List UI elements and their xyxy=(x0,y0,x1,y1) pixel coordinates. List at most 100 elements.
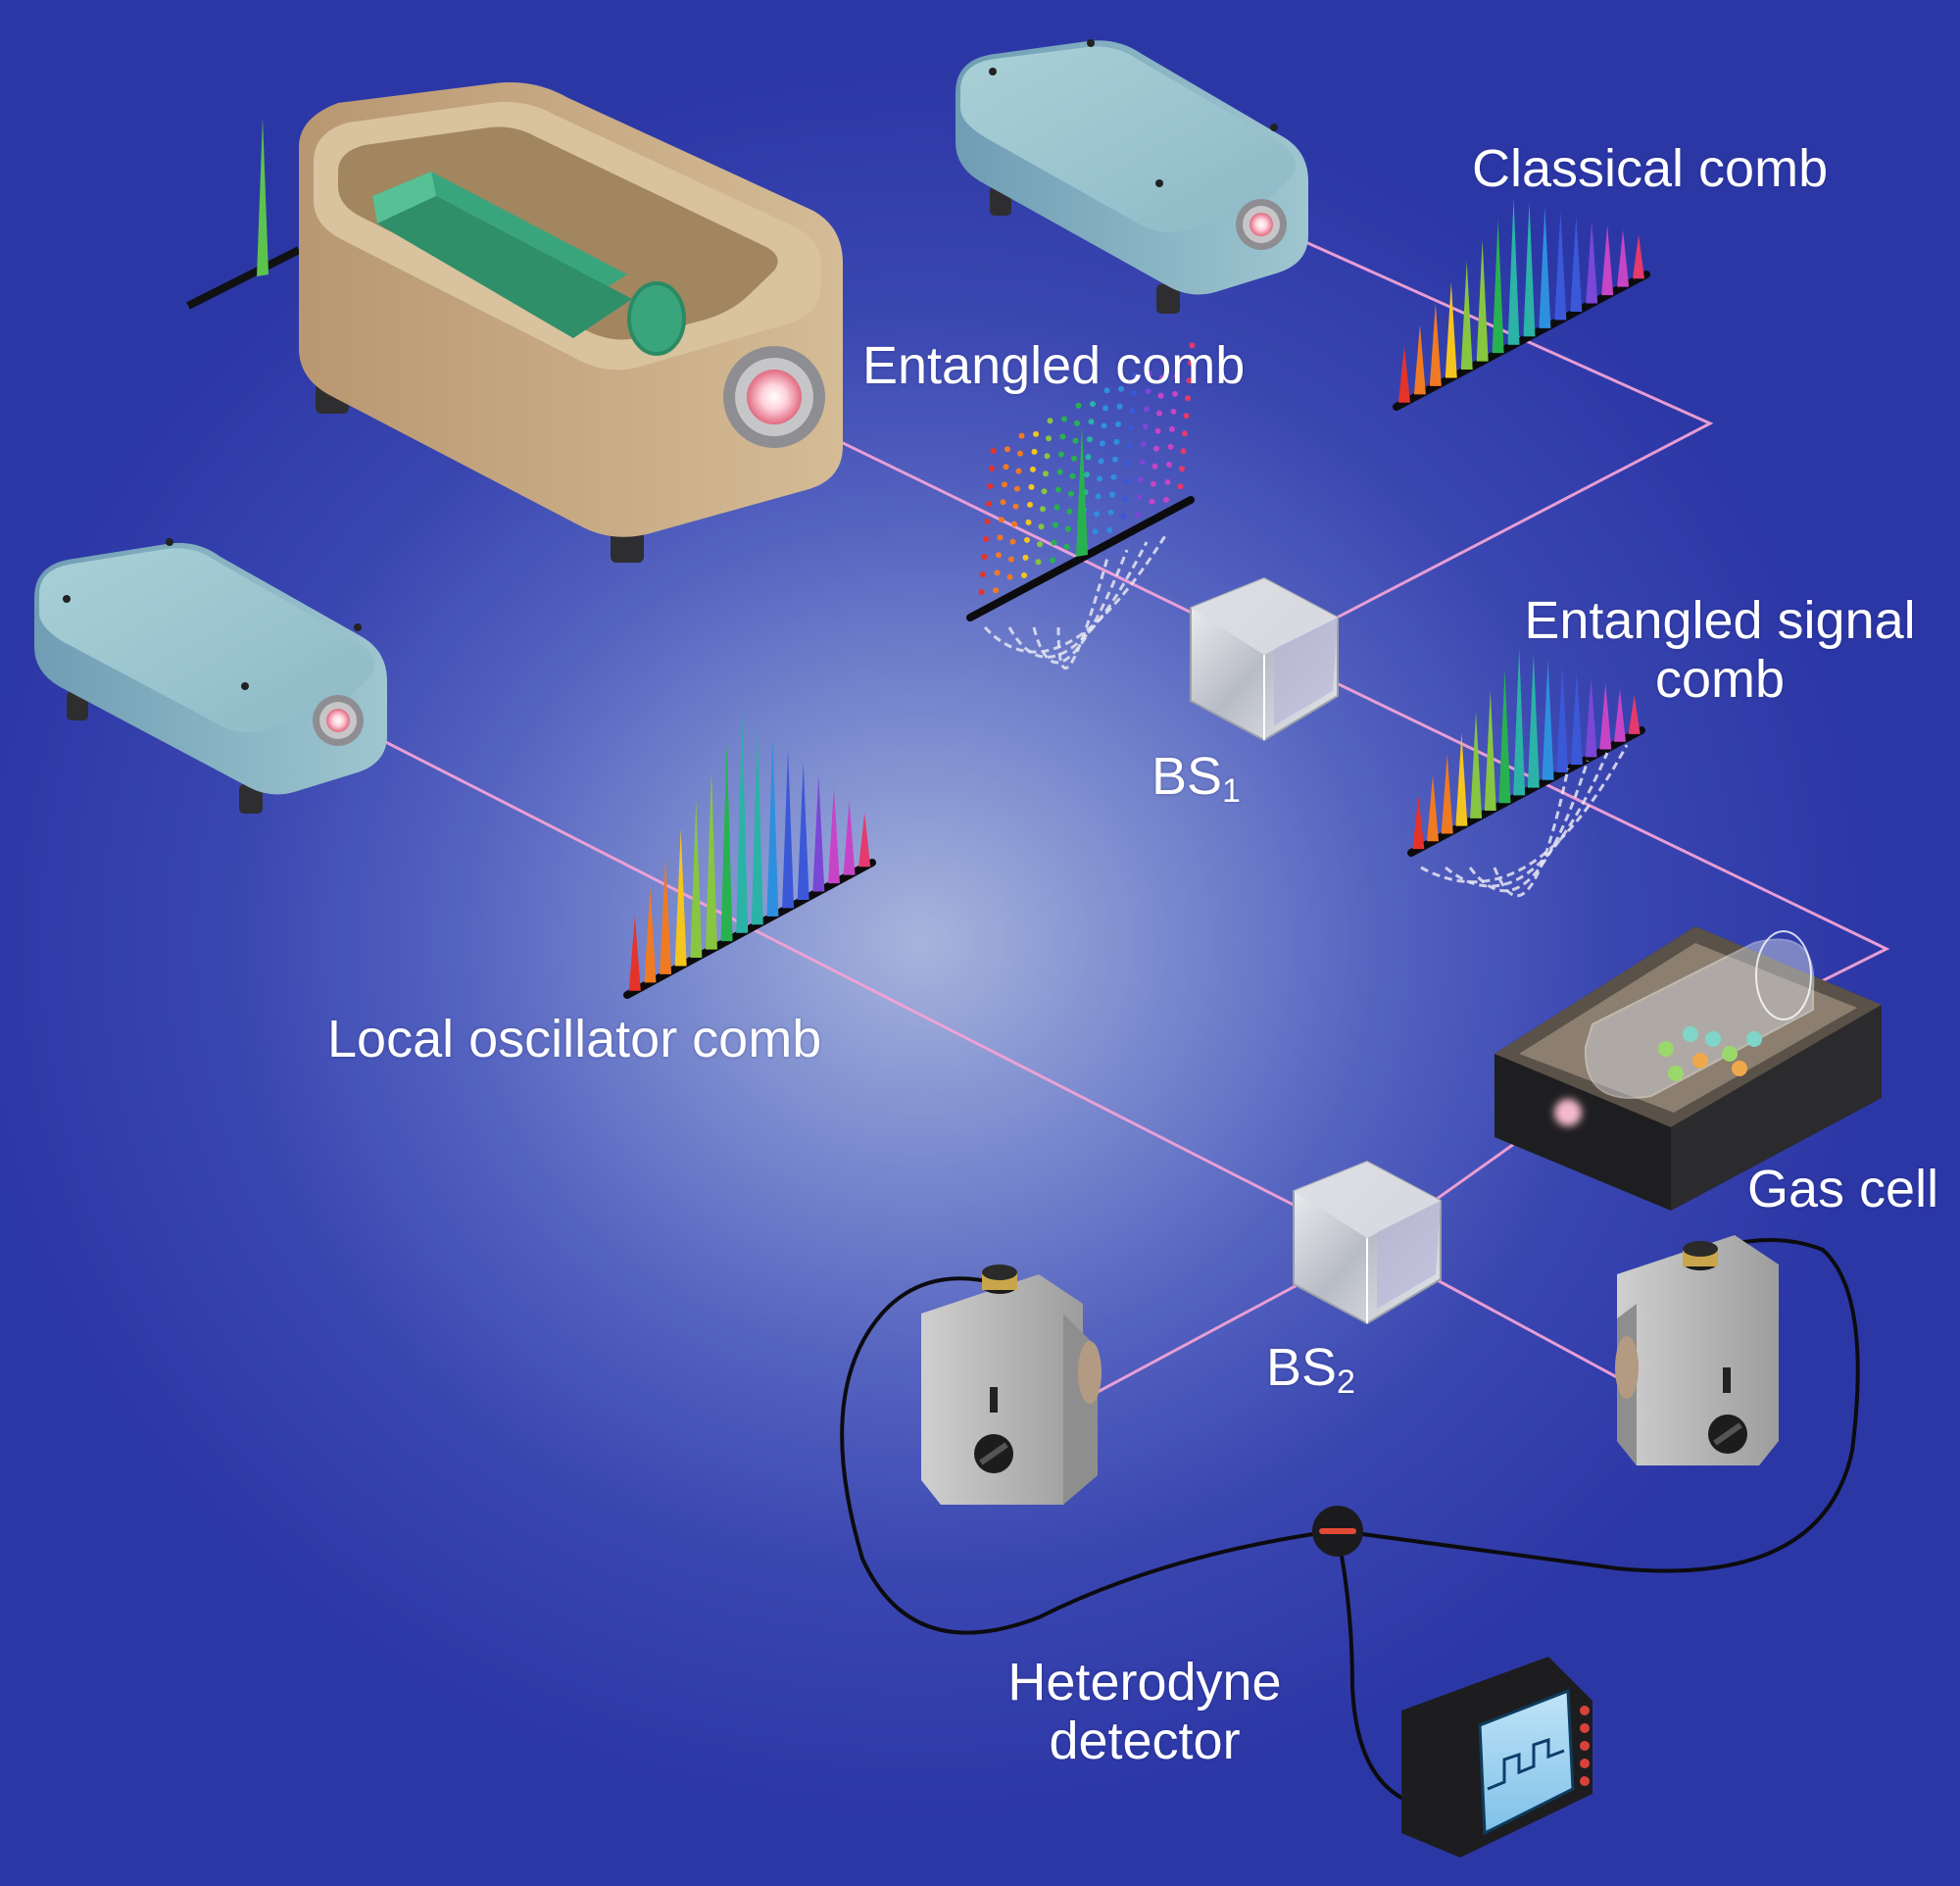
comb-dot xyxy=(1092,528,1099,535)
comb-dot xyxy=(1050,557,1055,564)
comb-dot xyxy=(1055,486,1061,493)
comb-dot xyxy=(1102,405,1108,412)
comb-tooth xyxy=(674,828,687,967)
comb-tooth xyxy=(1554,211,1567,321)
comb-dot xyxy=(1177,483,1184,490)
comb-dot xyxy=(999,517,1004,523)
comb-tooth xyxy=(1476,239,1489,362)
gas-cell-label: Gas cell xyxy=(1747,1160,1939,1218)
comb-dot xyxy=(1015,468,1022,474)
comb-dot xyxy=(1182,430,1188,437)
comb-dot xyxy=(1109,491,1115,498)
comb-dot xyxy=(1169,425,1175,432)
comb-tooth xyxy=(1570,671,1583,766)
comb-tooth xyxy=(736,712,749,933)
comb-dot xyxy=(1147,371,1152,377)
bs1-label-main: BS xyxy=(1152,747,1223,806)
photodetector-icon xyxy=(1615,1235,1779,1465)
comb-tooth xyxy=(751,724,763,925)
comb-tooth xyxy=(705,770,717,950)
comb-dot xyxy=(993,587,999,594)
comb-dot xyxy=(1037,541,1043,548)
comb-dot xyxy=(1031,448,1038,455)
comb-tooth xyxy=(1498,669,1511,804)
comb-tooth xyxy=(843,800,856,875)
local-oscillator-comb-label: Local oscillator comb xyxy=(327,1010,822,1068)
comb-dot xyxy=(1090,401,1096,408)
comb-tooth xyxy=(1556,666,1569,772)
beam-splitter-icon xyxy=(1293,1160,1442,1325)
comb-tooth xyxy=(1628,694,1641,734)
entangled-signal-comb-label-line2: comb xyxy=(1654,650,1786,709)
comb-dot xyxy=(996,552,1002,559)
comb-dot xyxy=(1123,478,1130,484)
comb-dot xyxy=(1149,498,1155,505)
entangled-signal-comb-spectrum xyxy=(1407,648,1645,898)
comb-tooth xyxy=(1429,303,1442,386)
comb-dot xyxy=(1053,521,1058,528)
comb-dot xyxy=(1180,448,1187,455)
entangled-comb-label: Entangled comb xyxy=(862,336,1246,395)
lo-beam xyxy=(362,728,1373,1247)
comb-dot xyxy=(1074,420,1080,426)
comb-dot xyxy=(1156,410,1162,417)
comb-dot xyxy=(1068,490,1074,497)
comb-dot xyxy=(1138,476,1144,483)
comb-dot xyxy=(1084,472,1090,478)
comb-dot xyxy=(1006,573,1013,580)
comb-tooth xyxy=(1397,345,1410,403)
detector-cables xyxy=(840,1238,1860,1811)
comb-dot xyxy=(1113,438,1120,445)
comb-tooth xyxy=(797,762,809,900)
comb-dot xyxy=(1118,385,1124,392)
comb-dot xyxy=(1046,435,1052,442)
classical-beam xyxy=(1263,222,1714,629)
comb-dot xyxy=(1087,436,1093,443)
comb-dot xyxy=(1131,390,1137,396)
comb-tooth xyxy=(1413,324,1426,395)
comb-dot xyxy=(1018,432,1025,439)
comb-dot xyxy=(1058,451,1064,458)
comb-dot xyxy=(1061,416,1067,422)
comb-tooth xyxy=(1542,660,1554,780)
comb-dot xyxy=(1097,475,1102,482)
comb-tooth xyxy=(1613,688,1626,742)
entangled-signal-comb-label: Entangled signal comb xyxy=(1524,591,1915,709)
comb-dot xyxy=(1110,473,1117,480)
comb-dot xyxy=(1160,357,1167,364)
comb-dot xyxy=(1098,458,1104,465)
comb-dot xyxy=(1038,523,1045,530)
comb-dot xyxy=(1069,472,1076,479)
classical-comb-spectrum xyxy=(1393,197,1650,411)
bs1-label: BS1 xyxy=(1152,747,1241,808)
comb-tooth xyxy=(1601,224,1614,296)
comb-dot xyxy=(1157,392,1164,399)
comb-dot xyxy=(1175,355,1181,362)
comb-dot xyxy=(1047,418,1054,424)
local-oscillator-comb-spectrum xyxy=(623,712,876,999)
comb-dot xyxy=(1065,525,1071,532)
comb-tooth xyxy=(1445,281,1457,378)
comb-tooth xyxy=(1599,683,1612,750)
comb-dot xyxy=(1154,427,1161,434)
comb-tooth xyxy=(1585,677,1597,758)
comb-dot xyxy=(978,589,985,595)
comb-dot xyxy=(1056,469,1063,475)
comb-dot xyxy=(1044,453,1051,460)
comb-dot xyxy=(1095,493,1102,500)
comb-tooth xyxy=(644,886,657,983)
comb-tooth xyxy=(782,750,795,909)
comb-dot xyxy=(989,466,995,472)
comb-dot xyxy=(1107,509,1114,516)
entangled-comb-spectrum xyxy=(966,342,1196,670)
comb-dot xyxy=(1024,536,1030,543)
comb-dot xyxy=(1122,496,1128,502)
comb-dot xyxy=(1170,408,1177,415)
comb-dot xyxy=(981,554,988,560)
comb-dot xyxy=(1094,511,1100,518)
comb-dot xyxy=(1106,526,1112,533)
comb-tooth xyxy=(1460,261,1473,371)
comb-dot xyxy=(1144,406,1150,413)
comb-dot xyxy=(1120,514,1127,520)
comb-dot xyxy=(1173,372,1180,379)
